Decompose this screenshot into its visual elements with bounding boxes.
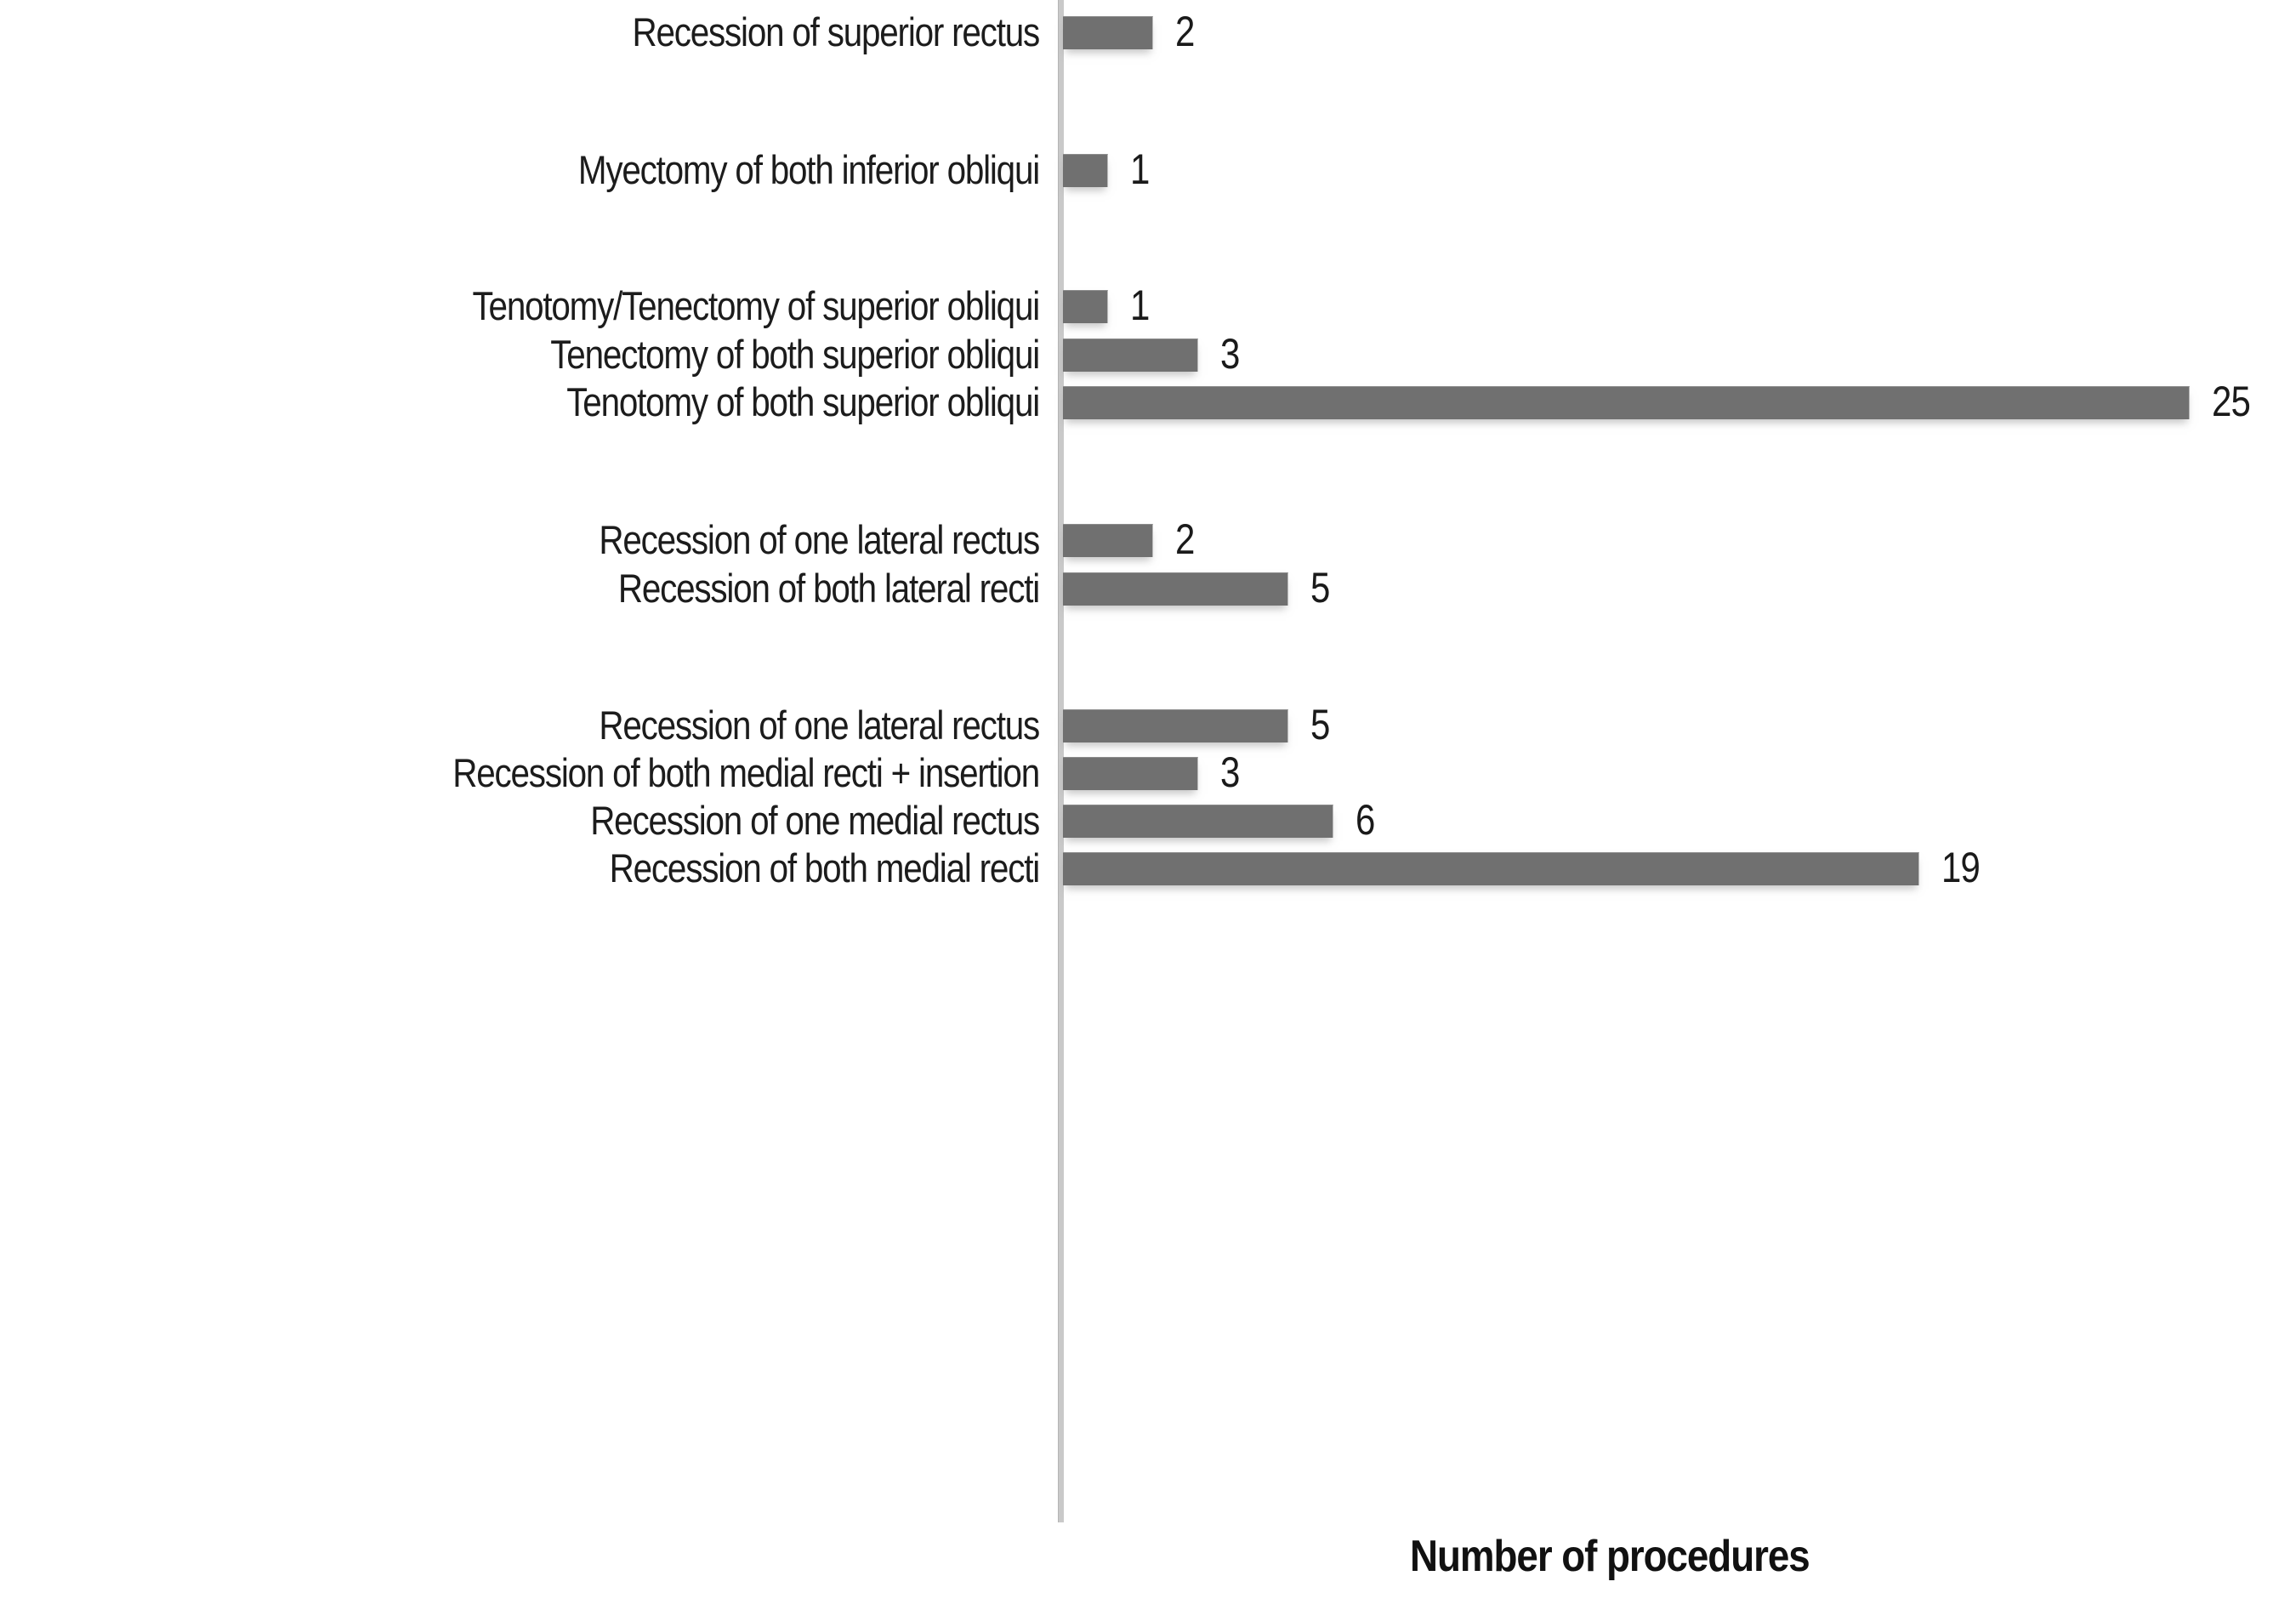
category-label: Recession of superior rectus [632, 9, 1040, 54]
x-axis-title-text: Number of procedures [1410, 1532, 1810, 1581]
category-label: Recession of both medial recti [609, 845, 1041, 890]
bar [1063, 16, 1153, 49]
bar-row: Recession of both lateral recti 5 [0, 564, 2296, 615]
bar-value-label: 3 [1220, 330, 1240, 378]
bar-row: Tenotomy of both superior obliqui 25 [0, 378, 2296, 429]
bar-value-label: 5 [1310, 701, 1330, 748]
category-label: Recession of both lateral recti [617, 566, 1040, 611]
bar-value-label: 3 [1220, 748, 1240, 796]
bar-row: Myectomy of both inferior obliqui 1 [0, 145, 2296, 196]
category-label: Tenotomy/Tenectomy of superior obliqui [472, 283, 1041, 328]
bar-value-label: 2 [1175, 8, 1195, 55]
bar-row: Recession of superior rectus 2 [0, 8, 2296, 59]
category-label: Recession of one lateral rectus [599, 517, 1040, 562]
bar [1063, 572, 1288, 606]
category-label: Recession of both medial recti + inserti… [452, 750, 1040, 795]
bar-value-label: 1 [1130, 145, 1150, 193]
bar-row: Recession of both medial recti + inserti… [0, 748, 2296, 799]
bar [1063, 805, 1333, 838]
bar-value-label: 1 [1130, 282, 1150, 329]
bar-value-label: 19 [1941, 844, 1981, 891]
category-label: Tenotomy of both superior obliqui [566, 379, 1040, 424]
category-label: Tenectomy of both superior obliqui [550, 332, 1040, 377]
bar-row: Recession of one medial rectus 6 [0, 796, 2296, 847]
bar-row: Tenotomy/Tenectomy of superior obliqui 1 [0, 282, 2296, 333]
bar [1063, 154, 1108, 187]
category-axis-line [1058, 0, 1064, 1522]
bar [1063, 852, 1919, 885]
category-label: Myectomy of both inferior obliqui [577, 147, 1040, 192]
bar-row: Tenectomy of both superior obliqui 3 [0, 330, 2296, 381]
bar-row: Recession of one lateral rectus 5 [0, 701, 2296, 752]
category-label: Recession of one medial rectus [590, 798, 1040, 843]
bar-row: Recession of one lateral rectus 2 [0, 515, 2296, 566]
x-axis-title: Number of procedures [1066, 1531, 2154, 1582]
bar [1063, 757, 1198, 790]
category-label: Recession of one lateral rectus [599, 703, 1040, 748]
bar-row: Recession of both medial recti 19 [0, 844, 2296, 895]
bar-value-label: 6 [1355, 796, 1375, 844]
bar-value-label: 5 [1310, 564, 1330, 612]
bar [1063, 290, 1108, 323]
bar-value-label: 2 [1175, 515, 1195, 563]
bar [1063, 524, 1153, 557]
bar-value-label: 25 [2212, 378, 2251, 425]
bar [1063, 338, 1198, 372]
bar [1063, 386, 2190, 419]
bar [1063, 709, 1288, 742]
